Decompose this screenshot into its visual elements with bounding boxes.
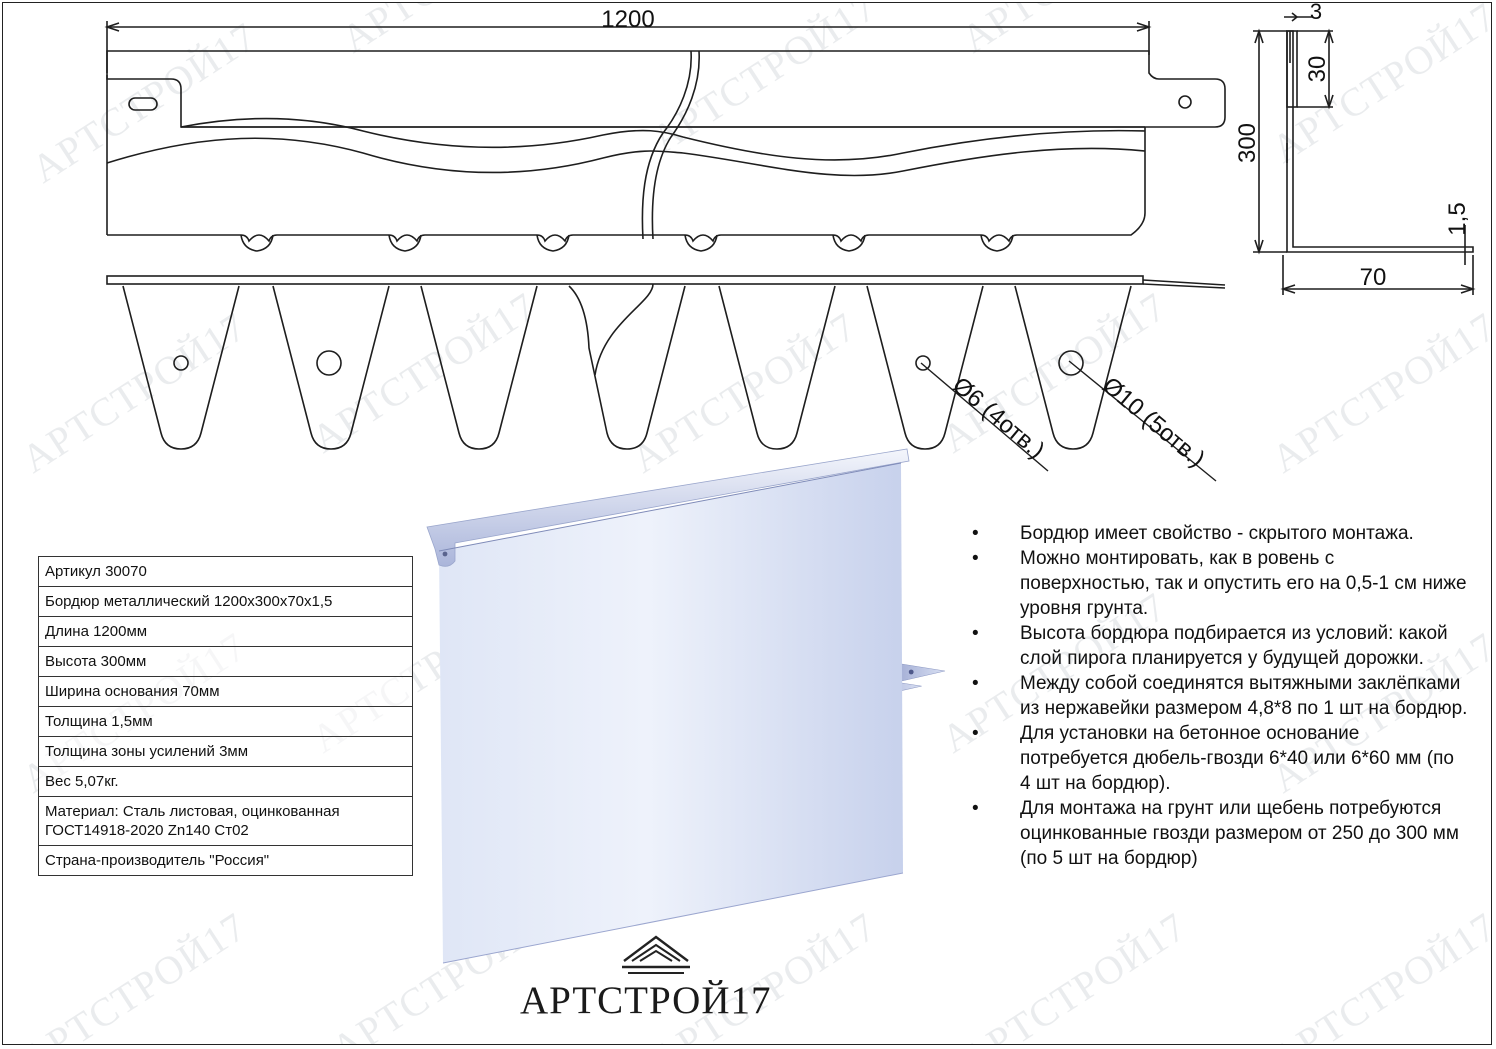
- hole-small-label: Ø6 (4отв.): [947, 372, 1050, 464]
- spec-cell: Толщина 1,5мм: [38, 706, 413, 737]
- bullet-icon: •: [972, 673, 979, 694]
- spec-row: Ширина основания 70мм: [38, 676, 413, 707]
- spec-cell: Вес 5,07кг.: [38, 766, 413, 797]
- spec-cell: Высота 300мм: [38, 646, 413, 677]
- technical-drawing: 1200 3 30 300 1,5 70 Ø6 (4отв.) Ø10 (5от…: [104, 3, 1476, 964]
- tooth-hole: [173, 355, 189, 371]
- tooth-hole: [915, 355, 931, 371]
- spec-cell: Ширина основания 70мм: [38, 676, 413, 707]
- note-text: Для монтажа на грунт или щебень потребую…: [1020, 798, 1459, 869]
- teeth-row: [122, 283, 1132, 450]
- spec-row: Материал: Сталь листовая, оцинкованная Г…: [38, 796, 413, 846]
- side-profile: [1253, 12, 1476, 295]
- break-line: [594, 283, 654, 376]
- tooth-hole: [1058, 350, 1084, 376]
- spec-cell: Толщина зоны усилений 3мм: [38, 736, 413, 767]
- render-tooth-hole: [908, 669, 914, 675]
- spec-row: Вес 5,07кг.: [38, 766, 413, 797]
- bullet-icon: •: [972, 723, 979, 744]
- spec-cell: Бордюр металлический 1200х300х70х1,5: [38, 586, 413, 617]
- spec-cell: Длина 1200мм: [38, 616, 413, 647]
- plate-outline: [106, 50, 1226, 128]
- dim-length-label: 1200: [601, 6, 654, 33]
- spec-row: Длина 1200мм: [38, 616, 413, 647]
- bullet-icon: •: [972, 523, 979, 544]
- tooth: [420, 285, 538, 450]
- spec-row: Толщина зоны усилений 3мм: [38, 736, 413, 767]
- company-logo-icon: [622, 935, 690, 974]
- note-text: Между собой соединятся вытяжными заклёпк…: [1020, 673, 1468, 719]
- dim-flange-label: 30: [1304, 56, 1331, 83]
- hole-large-label: Ø10 (5отв.): [1097, 372, 1210, 473]
- slot-hole: [128, 97, 158, 111]
- tooth: [122, 285, 240, 450]
- front-view: [104, 21, 1226, 289]
- brand-name: АРТСТРОЙ17: [520, 979, 772, 1022]
- hole-leaders: [920, 360, 1217, 482]
- spec-row: Высота 300мм: [38, 646, 413, 677]
- dim-height-label: 300: [1234, 123, 1261, 163]
- note-text: Можно монтировать, как в ровень с поверх…: [1020, 548, 1467, 619]
- note-text: Бордюр имеет свойство - скрытого монтажа…: [1020, 523, 1414, 544]
- bullet-icon: •: [972, 623, 979, 644]
- bullet-icon: •: [972, 798, 979, 819]
- dim-thickness-top-label: 3: [1310, 3, 1322, 24]
- dimension-labels: 1200 3 30 300 1,5 70 Ø6 (4отв.) Ø10 (5от…: [601, 3, 1471, 473]
- spec-cell: Артикул 30070: [38, 556, 413, 587]
- note-item: • Высота бордюра подбирается из условий: …: [968, 621, 1468, 671]
- tooth: [1014, 285, 1132, 450]
- spec-cell: Страна-производитель "Россия": [38, 845, 413, 876]
- note-item: • Можно монтировать, как в ровень с повер…: [968, 546, 1468, 621]
- tooth: [272, 285, 390, 450]
- dim-thickness-label: 1,5: [1444, 202, 1471, 235]
- note-item: • Между собой соединятся вытяжными заклёп…: [968, 671, 1468, 721]
- tooth-hole: [316, 350, 342, 376]
- spec-cell: Материал: Сталь листовая, оцинкованная Г…: [38, 796, 413, 846]
- tooth: [866, 285, 984, 450]
- round-hole: [1178, 95, 1192, 109]
- spec-row: Артикул 30070: [38, 556, 413, 587]
- note-text: Высота бордюра подбирается из условий: к…: [1020, 623, 1448, 669]
- installation-notes: • Бордюр имеет свойство - скрытого монтаж…: [968, 521, 1468, 871]
- note-text: Для установки на бетонное основание потр…: [1020, 723, 1454, 794]
- note-item: • Для монтажа на грунт или щебень потребу…: [968, 796, 1468, 871]
- spec-row: Толщина 1,5мм: [38, 706, 413, 737]
- spec-row: Страна-производитель "Россия": [38, 845, 413, 876]
- tooth: [568, 285, 686, 450]
- bullet-icon: •: [972, 548, 979, 569]
- note-item: • Для установки на бетонное основание пот…: [968, 721, 1468, 796]
- note-item: • Бордюр имеет свойство - скрытого монтаж…: [968, 521, 1468, 546]
- spec-row: Бордюр металлический 1200х300х70х1,5: [38, 586, 413, 617]
- dim-base-label: 70: [1360, 264, 1387, 291]
- border-3d-render: [426, 448, 946, 964]
- tooth: [718, 285, 836, 450]
